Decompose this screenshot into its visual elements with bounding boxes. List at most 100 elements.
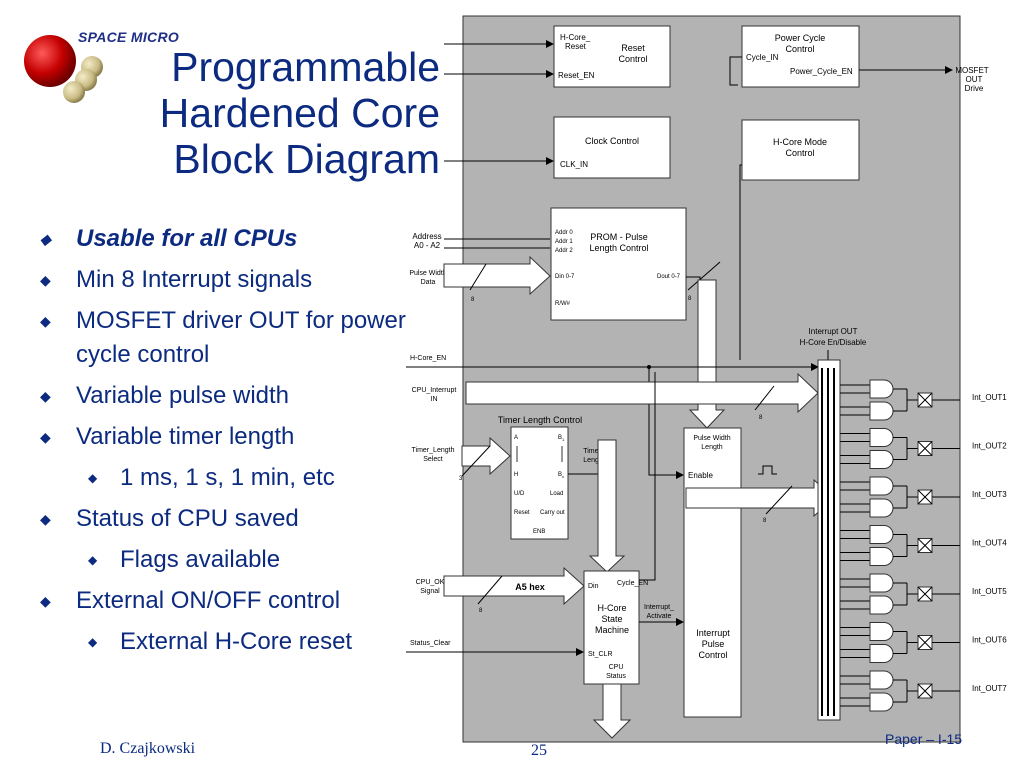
pulse-width-data-bus-arrow — [443, 255, 551, 296]
slide-title: Programmable Hardened Core Block Diagram — [160, 44, 440, 182]
int-out-label: Int_OUT7 — [972, 684, 1007, 693]
and-gate-icon — [869, 401, 894, 421]
diamond-bullet-icon: ◆ — [40, 313, 51, 329]
cpu-status-out-arrow — [592, 683, 632, 739]
and-gate-icon — [869, 595, 894, 615]
and-gate-icon — [869, 692, 894, 712]
diamond-bullet-icon: ◆ — [40, 511, 51, 527]
title-line-3: Block Diagram — [173, 136, 440, 182]
and-gate-icon — [869, 498, 894, 518]
bullet-text: Status of CPU saved — [76, 505, 299, 532]
paper-ref: Paper – I-15 — [885, 731, 963, 747]
bullet-item: ◆Variable timer length — [36, 420, 406, 454]
svg-text:B1: B1 — [558, 435, 565, 442]
diamond-bullet-icon: ◆ — [40, 231, 51, 247]
svg-text:8: 8 — [479, 608, 483, 614]
bullet-text: External ON/OFF control — [76, 587, 341, 614]
bullet-text: Variable pulse width — [76, 382, 290, 409]
svg-text:8: 8 — [763, 518, 767, 524]
brand-name: SPACE MICRO — [78, 29, 180, 45]
svg-text:R/W#: R/W# — [555, 301, 571, 307]
cpu-interrupt-bus-arrow — [465, 372, 819, 414]
author: D. Czajkowski — [100, 740, 196, 757]
svg-text:U/D: U/D — [514, 491, 525, 497]
page-number: 25 — [531, 742, 547, 759]
bullet-text: MOSFET driver OUT for power cycle contro… — [76, 307, 406, 368]
bullet-item: ◆ MOSFET driver OUT for power cycle contr… — [36, 304, 406, 372]
svg-text:Power_Cycle_EN: Power_Cycle_EN — [790, 67, 853, 76]
svg-text:Addr 0: Addr 0 — [555, 230, 573, 236]
timer-length-title: Timer Length Control — [498, 415, 582, 425]
interrupt-activate-label: Interrupt_Activate — [644, 604, 674, 620]
timer-length-out-label: Timer_Length — [583, 448, 605, 464]
diamond-bullet-icon: ◆ — [88, 471, 98, 485]
sub-bullet-item: ◆External H-Core reset — [36, 625, 406, 659]
svg-text:Carry out: Carry out — [540, 510, 565, 516]
and-gate-icon — [869, 573, 894, 593]
bullet-text: Usable for all CPUs — [76, 225, 298, 252]
sub-bullet-item: ◆ Flags available — [36, 543, 406, 577]
bullet-item: ◆ External ON/OFF control — [36, 584, 406, 618]
svg-text:Addr 2: Addr 2 — [555, 248, 573, 254]
int-out-label: Int_OUT1 — [972, 393, 1007, 402]
and-gate-icon — [869, 450, 894, 469]
svg-text:Load: Load — [550, 491, 563, 497]
and-gate-icon — [869, 379, 894, 399]
bullet-text: Flags available — [120, 546, 281, 573]
and-gate-icon — [869, 644, 894, 663]
and-gate-icon — [869, 670, 894, 690]
and-gate-icon — [869, 622, 894, 641]
status-clear-label: Status_Clear — [410, 640, 451, 647]
clock-control-block: Clock Control CLK_IN — [553, 116, 671, 179]
space-micro-logo — [24, 35, 103, 103]
svg-text:8: 8 — [688, 296, 692, 302]
reset-port-hcore: H-Core_Reset — [560, 33, 591, 51]
timer-to-state-bus-arrow — [588, 439, 626, 573]
cpu-ok-bus-arrow — [443, 566, 585, 606]
title-line-2: Hardened Core — [159, 90, 440, 136]
bullet-item: ◆ Usable for all CPUs — [36, 222, 406, 256]
svg-text:Din: Din — [588, 583, 599, 590]
and-gate-icon — [869, 476, 894, 496]
svg-text:Cycle_EN: Cycle_EN — [617, 580, 648, 587]
int-out-label: Int_OUT6 — [972, 636, 1007, 645]
timer-length-block: A B1 H Bx U/D Load Reset Carry out ENB — [510, 426, 569, 540]
int-out-label: Int_OUT3 — [972, 490, 1007, 499]
output-gates-group: Int_OUT1Int_OUT2Int_OUT3Int_OUT4Int_OUT5… — [840, 379, 1007, 712]
svg-text:Din 0-7: Din 0-7 — [555, 274, 575, 280]
svg-text:H: H — [514, 472, 518, 478]
svg-text:Clock Control: Clock Control — [585, 136, 639, 146]
diamond-bullet-icon: ◆ — [88, 553, 98, 567]
svg-text:ENB: ENB — [533, 529, 545, 535]
svg-text:Enable: Enable — [688, 471, 713, 480]
and-gate-icon — [869, 428, 894, 447]
bullet-item: ◆ Status of CPU saved — [36, 502, 406, 536]
pulse-icon — [758, 465, 777, 475]
svg-text:Cycle_IN: Cycle_IN — [746, 53, 779, 62]
int-out-label: Int_OUT4 — [972, 539, 1007, 548]
svg-text:8: 8 — [759, 415, 763, 421]
svg-text:A: A — [514, 435, 518, 441]
bullet-list: ◆Usable for all CPUs ◆Min 8 Interrupt si… — [36, 222, 406, 666]
diamond-bullet-icon: ◆ — [88, 635, 98, 649]
int-out-label: Int_OUT2 — [972, 442, 1007, 451]
and-gate-icon — [869, 525, 894, 544]
svg-text:8: 8 — [471, 297, 475, 303]
diamond-bullet-icon: ◆ — [40, 272, 51, 288]
diamond-bullet-icon: ◆ — [40, 593, 51, 609]
